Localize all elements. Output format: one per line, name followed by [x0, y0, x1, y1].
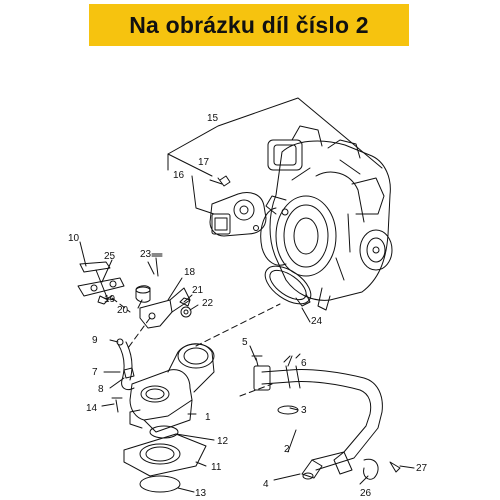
part-label-23: 23 — [140, 249, 152, 260]
hose-clamp — [264, 265, 312, 307]
throttle-sensor — [209, 175, 267, 237]
part-label-19: 19 — [104, 294, 116, 305]
part-labels: 1 2 3 4 5 6 7 8 9 10 11 12 13 14 15 16 1… — [68, 113, 428, 499]
part-label-20: 20 — [117, 305, 129, 316]
part-label-8: 8 — [98, 384, 104, 395]
part-label-25: 25 — [104, 251, 116, 262]
throttle-body — [260, 125, 393, 311]
part-label-10: 10 — [68, 233, 80, 244]
part-label-26: 26 — [360, 488, 372, 499]
part-label-6: 6 — [301, 358, 307, 369]
part-label-21: 21 — [192, 285, 204, 296]
part-label-12: 12 — [217, 436, 229, 447]
bracket-parts — [77, 253, 192, 329]
part-label-5: 5 — [242, 337, 248, 348]
part-label-17: 17 — [198, 157, 210, 168]
part-label-9: 9 — [92, 335, 98, 346]
part-label-14: 14 — [86, 403, 98, 414]
small-hose-parts — [111, 338, 135, 413]
pipe-assembly — [251, 353, 401, 480]
part-label-2: 2 — [284, 444, 290, 455]
part-label-15: 15 — [207, 113, 219, 124]
intake-manifold — [129, 343, 215, 433]
title-banner: Na obrázku díl číslo 2 — [89, 4, 409, 46]
part-label-16: 16 — [173, 170, 185, 181]
gasket-plates — [123, 425, 207, 493]
part-label-13: 13 — [195, 488, 207, 499]
dashed-alignment-lines — [111, 297, 281, 397]
part-label-27: 27 — [416, 463, 428, 474]
part-label-3: 3 — [301, 405, 307, 416]
part-label-11: 11 — [211, 462, 222, 473]
part-label-18: 18 — [184, 267, 196, 278]
part-label-7: 7 — [92, 367, 98, 378]
part-label-24: 24 — [311, 316, 323, 327]
title-text: Na obrázku díl číslo 2 — [129, 11, 369, 38]
part-label-1: 1 — [205, 412, 211, 423]
leader-lines — [79, 97, 415, 493]
part-label-22: 22 — [202, 298, 214, 309]
part-label-4: 4 — [263, 479, 269, 490]
